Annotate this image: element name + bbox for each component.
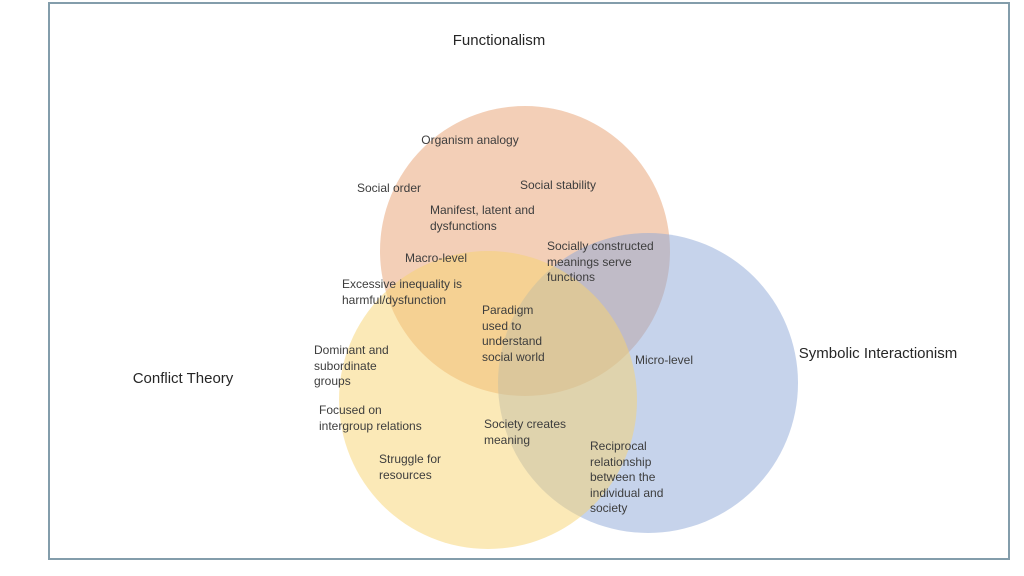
label-macro-level: Macro-level [404, 251, 468, 265]
slide-frame: Functionalism Conflict Theory Symbolic I… [48, 2, 1010, 560]
label-dominant-subordinate-groups: Dominant and subordinate groups [314, 343, 389, 388]
label-focused-intergroup-relations: Focused on intergroup relations [319, 403, 422, 433]
label-paradigm-social-world: Paradigm used to understand social world [482, 303, 545, 364]
label-excessive-inequality: Excessive inequality is harmful/dysfunct… [342, 277, 463, 307]
label-organism-analogy: Organism analogy [421, 133, 519, 147]
label-manifest-latent-dysfunctions: Manifest, latent and dysfunctions [430, 203, 535, 233]
label-social-order: Social order [356, 181, 422, 195]
label-struggle-for-resources: Struggle for resources [379, 452, 442, 482]
label-micro-level: Micro-level [634, 353, 694, 367]
conflict-theory-circle [339, 251, 637, 549]
label-social-stability: Social stability [519, 178, 597, 192]
symbolic-interactionism-title: Symbolic Interactionism [798, 345, 958, 362]
label-socially-constructed-meanings: Socially constructed meanings serve func… [547, 239, 654, 284]
label-reciprocal-relationship: Reciprocal relationship between the indi… [590, 439, 664, 515]
label-society-creates-meaning: Society creates meaning [484, 417, 567, 447]
functionalism-title: Functionalism [452, 32, 546, 49]
conflict-theory-title: Conflict Theory [132, 370, 234, 387]
